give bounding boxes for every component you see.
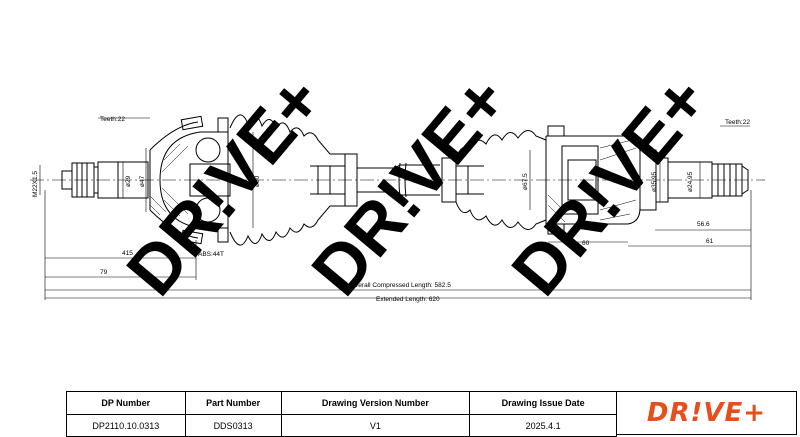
header-drawing-version: Drawing Version Number bbox=[280, 391, 471, 415]
dim-61-label: 61 bbox=[706, 238, 714, 245]
dim-79-label: 79 bbox=[100, 269, 108, 276]
watermark-center: DR!VE+ bbox=[297, 61, 523, 309]
drive-logo-text: DR!VE+ bbox=[646, 398, 767, 428]
dia-35-95-label: ø35.95 bbox=[651, 171, 658, 192]
header-part-number: Part Number bbox=[184, 391, 282, 415]
left-boot bbox=[229, 114, 345, 246]
dimension-lines bbox=[39, 117, 752, 300]
dim-56-6-label: 56.6 bbox=[697, 221, 710, 228]
value-part-number: DDS0313 bbox=[184, 414, 282, 437]
value-drawing-version: V1 bbox=[280, 414, 471, 437]
left-boot-clamp bbox=[310, 153, 358, 207]
dia-29-label: ø29 bbox=[125, 175, 132, 187]
title-block-table: DP Number Part Number Drawing Version Nu… bbox=[66, 391, 617, 437]
dia-24-95-label: ø24.95 bbox=[687, 171, 694, 192]
left-cv-joint bbox=[149, 115, 231, 245]
watermark-group: DR!VE+ DR!VE+ DR!VE+ bbox=[112, 61, 723, 309]
left-teeth-label: Teeth:22 bbox=[100, 116, 125, 123]
drive-logo: DR!VE+ bbox=[617, 391, 797, 435]
header-dp-number: DP Number bbox=[66, 391, 186, 415]
value-issue-date: 2025.4.1 bbox=[469, 414, 617, 437]
header-issue-date: Drawing Issue Date bbox=[469, 391, 617, 415]
dia-67-5-label: ø67.5 bbox=[522, 173, 529, 190]
dia-47-label: ø47 bbox=[139, 175, 146, 187]
shaft bbox=[357, 162, 440, 198]
value-dp-number: DP2110.10.0313 bbox=[66, 414, 186, 437]
right-teeth-label: Teeth:22 bbox=[725, 119, 750, 126]
overall-length-label: Overall Compressed Length: 582.5 bbox=[350, 282, 451, 289]
extended-length-label: Extended Length: 620 bbox=[376, 296, 440, 303]
right-stub bbox=[667, 161, 749, 199]
dim-415-label: 415 bbox=[122, 250, 133, 257]
dia-80-label: ø80 bbox=[254, 175, 261, 187]
dim-60-label: 60 bbox=[582, 240, 590, 247]
thread-label: M22X1.5 bbox=[32, 171, 39, 197]
right-boot bbox=[455, 130, 547, 230]
driveshaft-drawing: DR!VE+ DR!VE+ DR!VE+ bbox=[30, 61, 765, 310]
abs-label: ABS:44T bbox=[198, 251, 224, 258]
title-block: DP Number Part Number Drawing Version Nu… bbox=[66, 391, 797, 437]
right-boot-clamp bbox=[441, 157, 484, 203]
